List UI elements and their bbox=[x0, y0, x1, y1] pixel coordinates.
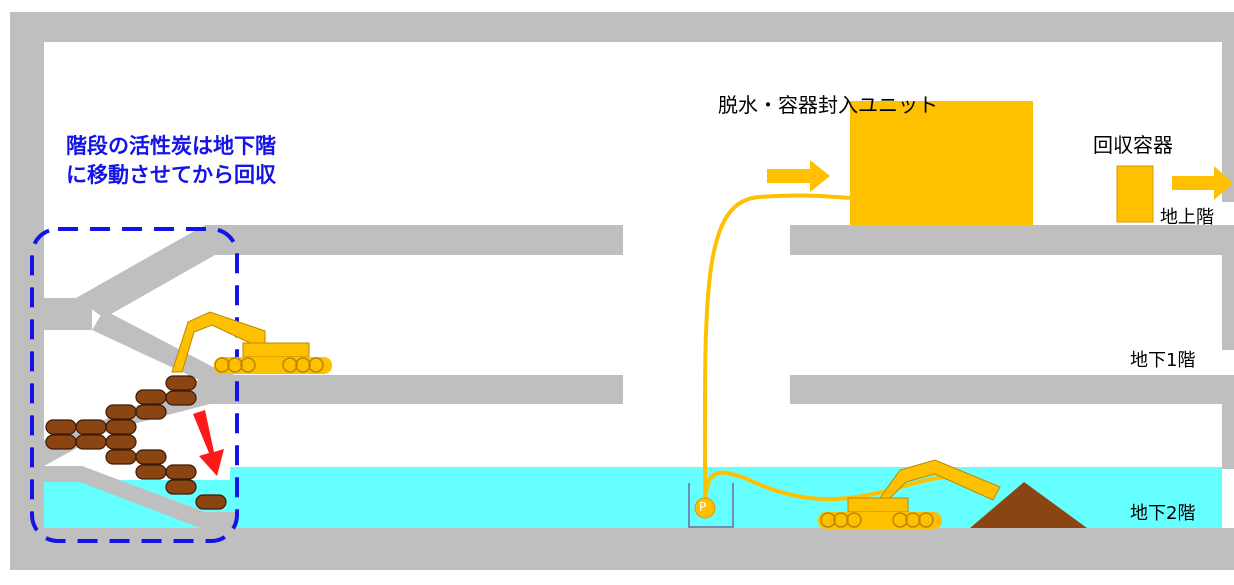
stair-note: 階段の活性炭は地下階 に移動させてから回収 bbox=[66, 132, 276, 190]
floor-label-b1: 地下1階 bbox=[1130, 350, 1196, 371]
excavator-b2-wheels bbox=[820, 512, 934, 528]
bag bbox=[75, 419, 107, 435]
stair-flight-2 bbox=[92, 310, 235, 385]
bag bbox=[165, 390, 197, 406]
b1-slab-left bbox=[205, 375, 623, 404]
stair-note-line2: に移動させてから回収 bbox=[66, 163, 276, 187]
bag bbox=[195, 494, 227, 510]
bag bbox=[135, 464, 167, 480]
stair-highlight-box bbox=[30, 227, 239, 543]
bag bbox=[135, 389, 167, 405]
bag bbox=[105, 419, 137, 435]
floor-label-ground: 地上階 bbox=[1160, 207, 1214, 228]
pump-basin bbox=[688, 483, 734, 528]
pump bbox=[694, 497, 716, 519]
bag bbox=[75, 434, 107, 450]
ground-slab-left bbox=[205, 225, 623, 255]
bag bbox=[45, 419, 77, 435]
right-wall-top bbox=[1222, 12, 1234, 202]
b1-slab-right bbox=[790, 375, 1234, 404]
bag bbox=[165, 464, 197, 480]
excavator-b1-wheels bbox=[214, 357, 324, 373]
roof-slab bbox=[10, 12, 1222, 42]
ground-slab-right bbox=[790, 225, 1234, 255]
arrow-out-container bbox=[1172, 166, 1233, 200]
bag bbox=[165, 479, 197, 495]
bag bbox=[165, 375, 197, 391]
stair-flight-1 bbox=[76, 225, 235, 318]
bag bbox=[135, 449, 167, 465]
stair-landing-upper bbox=[44, 298, 92, 330]
floor-slab bbox=[10, 528, 1234, 570]
bag bbox=[105, 449, 137, 465]
pipe-up bbox=[702, 193, 853, 509]
recovery-container bbox=[1116, 165, 1154, 223]
floor-label-b2: 地下2階 bbox=[1130, 503, 1196, 524]
stair-note-line1: 階段の活性炭は地下階 bbox=[66, 134, 276, 158]
pump-label: P bbox=[699, 500, 707, 514]
bag bbox=[45, 434, 77, 450]
excavator-b2-arm bbox=[879, 459, 1001, 501]
left-wall bbox=[10, 12, 44, 570]
carbon-pile bbox=[970, 482, 1087, 528]
carbon-bags bbox=[45, 375, 227, 510]
bag bbox=[135, 404, 167, 420]
container-label: 回収容器 bbox=[1093, 133, 1173, 157]
move-down-arrow bbox=[193, 410, 224, 476]
arrow-into-unit bbox=[767, 160, 830, 192]
stair-flight-4 bbox=[44, 466, 235, 528]
excavator-b1-body bbox=[242, 342, 310, 358]
dewatering-unit bbox=[850, 101, 1033, 225]
bag bbox=[105, 404, 137, 420]
right-wall-lower bbox=[1222, 255, 1234, 350]
unit-label: 脱水・容器封入ユニット bbox=[718, 93, 938, 117]
bag bbox=[105, 434, 137, 450]
excavator-b2-body bbox=[847, 497, 909, 513]
right-wall-b1 bbox=[1222, 404, 1234, 469]
